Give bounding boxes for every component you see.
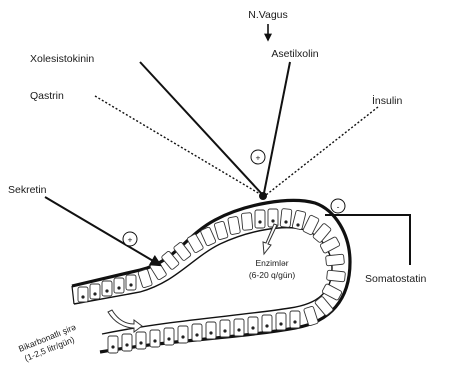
label-enzymes-amount: (6-20 q/gün) bbox=[249, 270, 295, 280]
svg-text:-: - bbox=[337, 202, 340, 212]
sign-top-plus: + bbox=[251, 150, 265, 164]
label-secretin: Sekretin bbox=[8, 184, 47, 196]
label-bicarbonate-group: Bikarbonatlı şirə (1-2,5 litr/gün) bbox=[17, 322, 82, 364]
label-acetylcholine: Asetilxolin bbox=[271, 48, 318, 60]
cholecystokinin-arrow bbox=[140, 62, 261, 193]
duct-opening-top bbox=[72, 286, 74, 304]
secretin-arrow bbox=[45, 197, 160, 265]
label-gastrin: Qastrin bbox=[30, 90, 64, 102]
bicarbonate-flow-arrow bbox=[108, 310, 142, 332]
label-somatostatin: Somatostatin bbox=[365, 273, 426, 285]
label-vagus: N.Vagus bbox=[248, 9, 288, 21]
sign-somatostatin-minus: - bbox=[331, 199, 345, 213]
label-enzymes: Enzimlər bbox=[255, 258, 288, 268]
acinus-wall bbox=[72, 200, 350, 353]
gastrin-arrow bbox=[95, 96, 260, 194]
svg-text:+: + bbox=[128, 235, 133, 245]
sign-secretin-plus: + bbox=[123, 232, 137, 246]
label-cholecystokinin: Xolesistokinin bbox=[30, 53, 94, 65]
label-insulin: İnsulin bbox=[372, 94, 403, 107]
svg-text:+: + bbox=[256, 153, 261, 163]
acetylcholine-arrow bbox=[264, 62, 290, 193]
insulin-arrow bbox=[266, 107, 378, 195]
